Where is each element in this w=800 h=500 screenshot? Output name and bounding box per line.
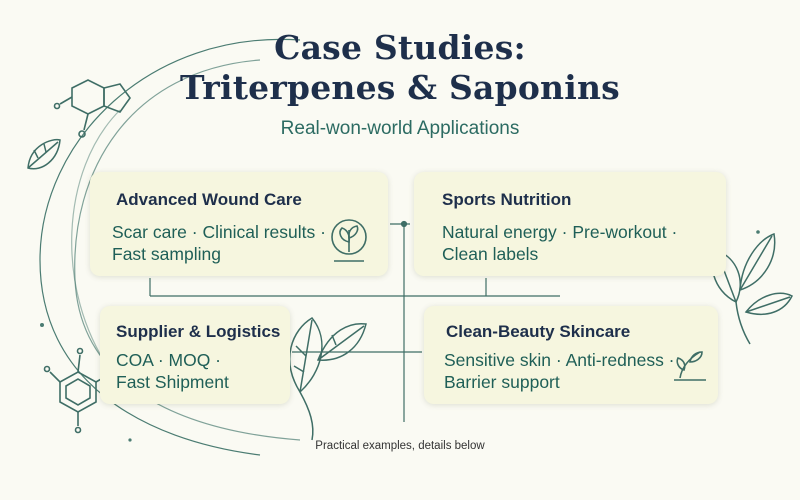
card-supplier-logistics: Supplier & Logistics COA · MOQ · Fast Sh… bbox=[100, 306, 290, 404]
leaf-left-icon bbox=[27, 138, 61, 170]
card-detail-line: Clean labels bbox=[442, 244, 539, 264]
card-title: Supplier & Logistics bbox=[116, 322, 281, 341]
page-title-line1: Case Studies: bbox=[274, 28, 526, 67]
card-connectors bbox=[149, 220, 560, 422]
card-detail-line: Sensitive skin · Anti-redness · bbox=[444, 350, 675, 370]
footer-note: Practical examples, details below bbox=[315, 440, 485, 452]
card-title: Clean-Beauty Skincare bbox=[446, 322, 631, 341]
leaf-bottom-center-icon bbox=[289, 317, 367, 441]
decorative-dots bbox=[40, 230, 760, 442]
card-clean-beauty-skincare: Clean-Beauty Skincare Sensitive skin · A… bbox=[424, 306, 718, 404]
card-detail-line: Fast sampling bbox=[112, 244, 221, 264]
leaf-in-circle-icon bbox=[331, 219, 367, 262]
card-advanced-wound-care: Advanced Wound Care Scar care · Clinical… bbox=[90, 172, 388, 276]
card-detail-line: Scar care · Clinical results · bbox=[112, 222, 326, 242]
page-subtitle: Real-won-world Applications bbox=[280, 118, 520, 139]
card-title: Advanced Wound Care bbox=[116, 190, 302, 209]
plant-sprout-icon bbox=[674, 351, 706, 381]
leaf-right-icon bbox=[711, 232, 794, 345]
card-detail-line: Fast Shipment bbox=[116, 372, 229, 392]
card-detail-line: COA · MOQ · bbox=[116, 350, 221, 370]
page-title-line2: Triterpenes & Saponins bbox=[180, 68, 620, 107]
card-sports-nutrition: Sports Nutrition Natural energy · Pre-wo… bbox=[414, 172, 726, 276]
card-title: Sports Nutrition bbox=[442, 190, 572, 209]
card-detail-line: Natural energy · Pre-workout · bbox=[442, 222, 678, 242]
card-detail-line: Barrier support bbox=[444, 372, 560, 392]
molecule-top-left-icon bbox=[53, 79, 131, 138]
decorative-arcs bbox=[39, 38, 301, 456]
